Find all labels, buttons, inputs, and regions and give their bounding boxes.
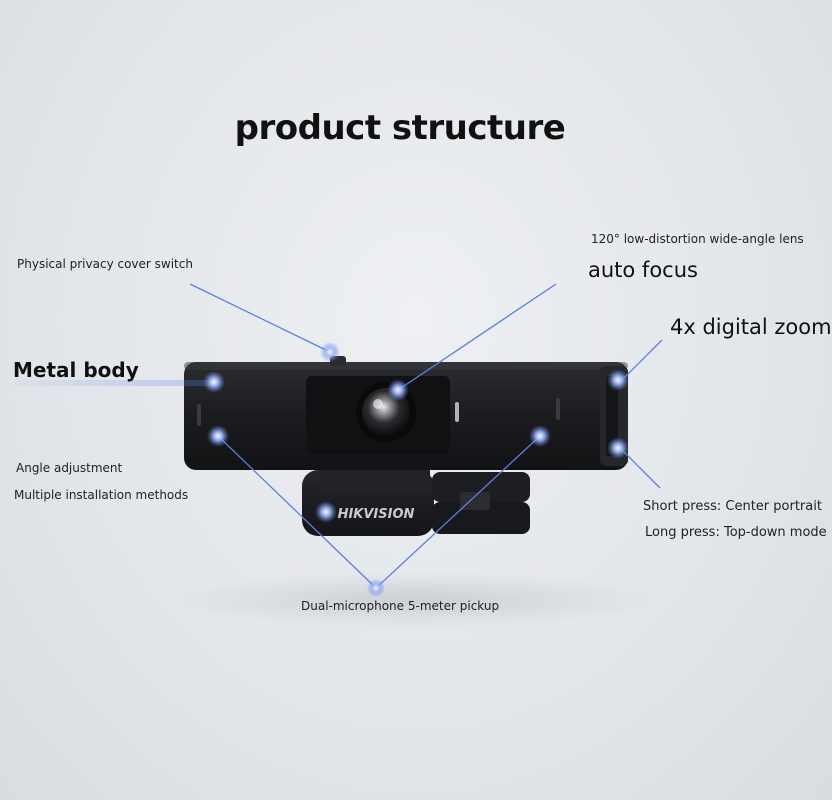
- page-title: product structure: [234, 108, 566, 148]
- dot-zoom: [607, 369, 629, 391]
- label-auto-focus: auto focus: [588, 258, 698, 282]
- label-angle-adjustment: Angle adjustment: [16, 461, 123, 475]
- floor-shadow: [175, 572, 655, 628]
- callout-lines: [14, 283, 795, 589]
- webcam-body: [184, 356, 628, 470]
- dot-lens: [387, 379, 409, 401]
- callout-dots: [203, 342, 629, 597]
- dot-installation: [315, 501, 337, 523]
- dot-mic-join: [367, 579, 385, 597]
- brand-logo: HIKVISION: [338, 507, 415, 522]
- line-privacy: [189, 283, 331, 353]
- dot-metal: [203, 371, 225, 393]
- mic-left: [197, 404, 201, 426]
- label-long-press: Long press: Top-down mode: [645, 525, 827, 540]
- dot-mic-right: [529, 425, 551, 447]
- line-lens: [397, 283, 557, 391]
- bar-metal: [14, 380, 214, 386]
- mic-right: [556, 398, 560, 420]
- label-metal-body: Metal body: [13, 358, 139, 382]
- line-mic-left: [217, 435, 377, 589]
- webcam-base: [302, 466, 530, 536]
- label-privacy-switch: Physical privacy cover switch: [17, 257, 193, 271]
- dot-mic-left: [207, 425, 229, 447]
- product-diagram: HIKVISION: [14, 283, 795, 628]
- indicator-light: [455, 402, 459, 422]
- line-mic-right: [375, 435, 541, 589]
- label-installation: Multiple installation methods: [14, 488, 189, 502]
- label-microphone: Dual-microphone 5-meter pickup: [301, 599, 500, 613]
- label-lens: 120° low-distortion wide-angle lens: [591, 232, 804, 246]
- dot-privacy: [320, 342, 340, 362]
- dot-press: [607, 437, 629, 459]
- label-short-press: Short press: Center portrait: [643, 499, 822, 514]
- label-digital-zoom: 4x digital zoom: [670, 315, 832, 339]
